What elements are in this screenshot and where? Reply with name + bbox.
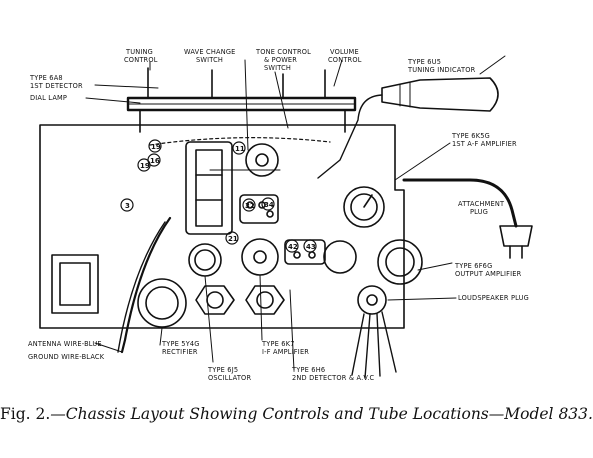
label-first-af-1: TYPE 6K5G (451, 132, 490, 140)
figure-number: Fig. 2. (0, 405, 51, 423)
label-first-af-2: 1ST A-F AMPLIFIER (452, 140, 517, 148)
figure-caption: Fig. 2.—Chassis Layout Showing Controls … (0, 405, 593, 423)
label-rectifier-1: TYPE 5Y4G (161, 340, 200, 348)
tuning-indicator-tube (381, 77, 499, 112)
label-tuning-indicator-2: TUNING INDICATOR (407, 66, 476, 74)
label-attachment-plug-2: PLUG (470, 208, 488, 216)
label-tone-power-2: & POWER (264, 56, 297, 64)
label-output-amp-1: TYPE 6F6G (454, 262, 492, 270)
chassis-outline (39, 124, 405, 329)
callout-3: 3 (125, 202, 130, 210)
loudspeaker-plug (357, 285, 387, 315)
label-ground-wire: GROUND WIRE-BLACK (28, 353, 105, 361)
label-second-det-1: TYPE 6H6 (291, 366, 325, 374)
wave-switch (185, 141, 233, 235)
socket-5y4g (137, 278, 187, 328)
callout-16: 16 (150, 157, 160, 165)
label-oscillator-1: TYPE 6J5 (207, 366, 238, 374)
label-oscillator-2: OSCILLATOR (208, 374, 251, 382)
socket-6k5g (343, 186, 385, 228)
callout-42: 42 (288, 243, 298, 251)
label-if-amp-1: TYPE 6K7 (261, 340, 295, 348)
label-first-detector-1: TYPE 6A8 (29, 74, 63, 82)
callout-32: 32 (245, 202, 255, 210)
callout-19a: 19 (151, 143, 161, 151)
label-volume-control-1: VOLUME (330, 48, 359, 56)
label-if-amp-2: I-F AMPLIFIER (262, 348, 309, 356)
label-tuning-control-1: TUNING (125, 48, 153, 56)
label-tuning-indicator-1: TYPE 6U5 (407, 58, 441, 66)
label-rectifier-2: RECTIFIER (162, 348, 198, 356)
dial-bracket (126, 96, 357, 112)
label-antenna-wire: ANTENNA WIRE-BLUE (28, 340, 102, 348)
socket-6f6g (377, 239, 423, 285)
label-wave-change-1: WAVE CHANGE (184, 48, 236, 56)
label-wave-change-2: SWITCH (196, 56, 223, 64)
label-second-det-2: 2ND DETECTOR & A.V.C (292, 374, 375, 382)
figure-caption-text: —Chassis Layout Showing Controls and Tub… (50, 405, 593, 423)
attachment-cord (402, 178, 518, 228)
callout-34: 34 (264, 201, 274, 209)
callout-19b: 19 (140, 162, 150, 170)
label-tone-power-3: SWITCH (264, 64, 291, 72)
callout-21: 21 (228, 235, 238, 243)
label-volume-control-2: CONTROL (328, 56, 362, 64)
socket-6k7 (241, 238, 279, 276)
socket-6j5 (188, 243, 222, 277)
socket-6h6 (323, 240, 357, 274)
label-first-detector-2: 1ST DETECTOR (30, 82, 83, 90)
label-tone-power-1: TONE CONTROL (255, 48, 311, 56)
callout-11: 11 (235, 145, 245, 153)
label-loudspeaker-plug: LOUDSPEAKER PLUG (458, 294, 529, 302)
callout-43: 43 (306, 243, 316, 251)
label-tuning-control-2: CONTROL (124, 56, 158, 64)
label-output-amp-2: OUTPUT AMPLIFIER (455, 270, 522, 278)
power-transformer (51, 254, 99, 314)
chassis-diagram: 19 11 16 19 3 32 34 21 42 43 TUNING CONT… (28, 48, 533, 382)
label-attachment-plug-1: ATTACHMENT (458, 200, 505, 208)
label-dial-lamp: DIAL LAMP (30, 94, 67, 102)
